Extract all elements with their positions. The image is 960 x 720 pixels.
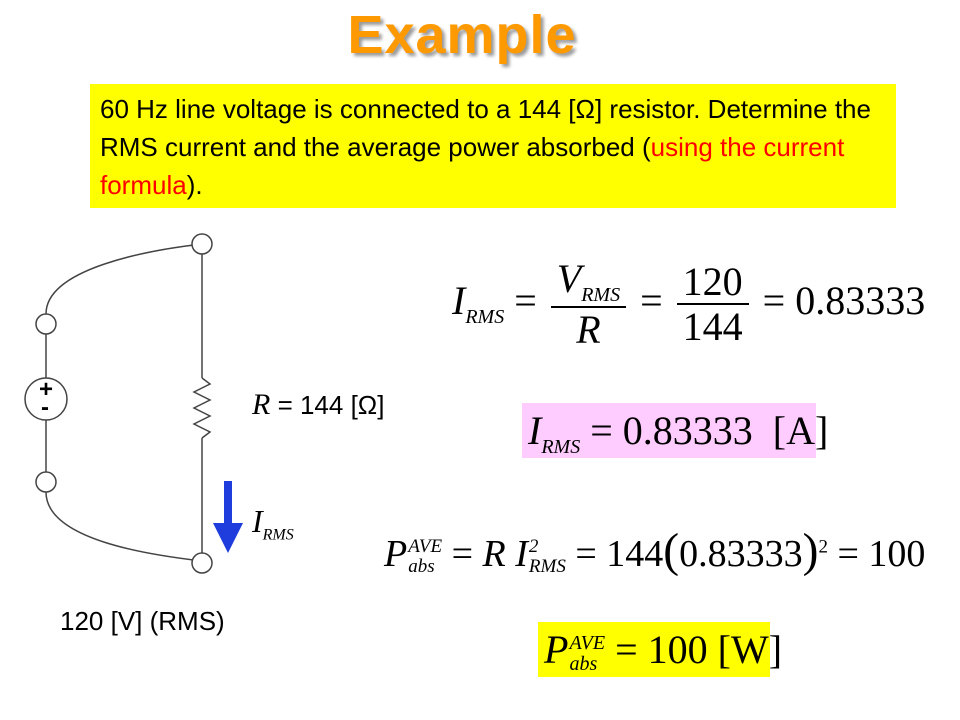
source-label: 120 [V] (RMS)	[60, 606, 225, 636]
problem-text-end: ).	[186, 170, 203, 200]
problem-text: 60 Hz line voltage is connected to a 144…	[100, 94, 871, 162]
source-minus: -	[41, 394, 49, 421]
fraction-v-over-r: VRMS R	[550, 258, 627, 352]
current-arrow	[213, 481, 243, 553]
resistor-symbol	[192, 377, 212, 439]
wire-left-bottom	[45, 491, 203, 562]
terminal-bottom-right	[191, 552, 213, 574]
resistor-value: = 144 [Ω]	[277, 390, 385, 420]
result-irms: IRMS = 0.83333 [A]	[522, 403, 828, 458]
terminal-bottom-left	[35, 471, 57, 493]
voltage-source	[24, 377, 68, 421]
resistor-label: R = 144 [Ω]	[252, 388, 384, 422]
terminal-top-left	[35, 313, 57, 335]
page-title: Example	[347, 5, 577, 65]
equation-irms: IRMS = VRMS R = 120 144 = 0.83333	[452, 256, 926, 352]
current-label: IRMS	[252, 503, 294, 544]
fraction-120-over-144: 120 144	[676, 261, 749, 349]
problem-statement: 60 Hz line voltage is connected to a 144…	[90, 84, 896, 208]
problem-highlight: using the current formula	[100, 132, 845, 200]
wire-left-top	[45, 243, 203, 315]
resistor-var: R	[252, 388, 271, 421]
source-plus: +	[39, 376, 54, 403]
terminal-top-right	[191, 233, 213, 255]
